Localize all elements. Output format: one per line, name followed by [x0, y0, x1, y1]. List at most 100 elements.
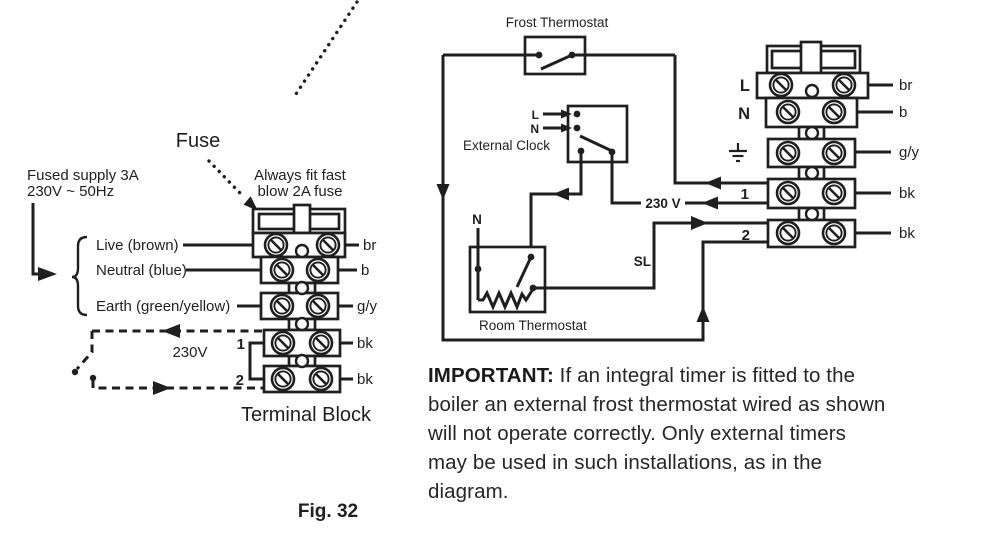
fuse-label: Fuse	[176, 130, 220, 152]
switch-contact-dot	[89, 374, 97, 382]
terminal-block-right: L N 1 2 br b g/y bk bk	[729, 40, 920, 249]
core-code-br: br	[363, 237, 376, 254]
fuse-cartridge	[292, 203, 312, 235]
left-arrowhead	[702, 196, 718, 210]
voltage-230v-label: 230 V	[645, 196, 680, 211]
core-code-bk: bk	[899, 185, 915, 202]
mains-supply-diagram: Fuse Fused supply 3A 230V ~ 50Hz Always …	[27, 0, 378, 522]
terminal-1-2-jumper	[248, 341, 264, 381]
contact-dot	[474, 265, 482, 273]
down-arrowhead	[436, 184, 450, 200]
fixing-hole	[294, 243, 310, 259]
neutral-label: Neutral (blue)	[96, 262, 187, 279]
core-code-bk: bk	[357, 371, 373, 388]
row-2-label: 2	[742, 227, 750, 244]
fixing-hole	[804, 125, 820, 141]
fixing-hole	[804, 83, 820, 99]
core-code-bk: bk	[357, 335, 373, 352]
screw-terminal-icon	[315, 232, 341, 258]
external-controls-diagram: Frost Thermostat External Clock L N	[436, 15, 920, 342]
supply-brace	[71, 235, 88, 317]
earth-icon	[729, 143, 747, 163]
dashed-right-arrowhead	[153, 381, 171, 395]
screw-terminal-icon	[270, 366, 296, 392]
frost-thermostat-label: Frost Thermostat	[506, 15, 609, 30]
contact-dot	[535, 51, 543, 59]
screw-terminal-icon	[831, 72, 857, 98]
clock-live-label: L	[532, 108, 539, 122]
fuse-note-line2: blow 2A fuse	[257, 183, 342, 200]
dashed-left-arrowhead	[162, 324, 180, 338]
screw-terminal-icon	[270, 330, 296, 356]
switch-contact-dot	[71, 368, 79, 376]
core-code-b: b	[361, 262, 369, 279]
important-note-label: IMPORTANT:	[428, 364, 554, 387]
external-clock-label: External Clock	[463, 138, 550, 153]
fixing-hole	[294, 316, 310, 332]
screw-terminal-icon	[821, 220, 847, 246]
core-code-br: br	[899, 77, 912, 94]
supply-core-labels: Live (brown) Neutral (blue) Earth (green…	[96, 237, 261, 315]
fuse-pointer-arrowhead	[243, 196, 258, 211]
supply-feed-wire	[31, 203, 88, 317]
clock-to-roomstat-wire	[529, 151, 583, 257]
switched-live-label: SL	[634, 254, 651, 269]
screw-terminal-icon	[263, 232, 289, 258]
fuse-cartridge	[799, 40, 823, 75]
screw-terminal-icon	[821, 99, 847, 125]
room-neutral-label: N	[472, 212, 482, 227]
supply-label-line2: 230V ~ 50Hz	[27, 183, 114, 200]
terminal-2-label: 2	[236, 372, 244, 389]
contact-dot	[573, 124, 581, 132]
screw-terminal-icon	[768, 72, 794, 98]
contact-dot	[573, 110, 581, 118]
up-arrowhead	[696, 306, 710, 322]
row-neutral-label: N	[738, 105, 750, 123]
important-note-text: If an integral timer is fitted to the bo…	[428, 364, 886, 503]
core-code-gy: g/y	[357, 298, 378, 315]
screw-terminal-icon	[305, 293, 331, 319]
clock-neutral-label: N	[530, 122, 539, 136]
fuse-pointer-line	[207, 159, 243, 196]
terminal-block-left: br b g/y bk bk	[251, 203, 378, 394]
screw-terminal-icon	[305, 257, 331, 283]
figure-caption: Fig. 32	[298, 501, 358, 522]
frost-return-loop-wire	[436, 55, 768, 342]
roomstat-switch-lever	[515, 256, 533, 288]
fuse-note-line1: Always fit fast	[254, 167, 347, 184]
right-arrowhead	[561, 123, 572, 133]
right-arrowhead	[561, 109, 572, 119]
external-switch-dashed-circuit: 230V 1 2	[71, 324, 264, 395]
left-arrowhead	[705, 176, 721, 190]
terminal1-to-frost-wire	[673, 55, 768, 190]
screw-terminal-icon	[308, 330, 334, 356]
screw-terminal-icon	[269, 293, 295, 319]
clock-switch-lever	[579, 134, 613, 153]
earth-label: Earth (green/yellow)	[96, 298, 230, 315]
row-1-label: 1	[741, 186, 749, 203]
fixing-hole	[294, 353, 310, 369]
supply-label-line1: Fused supply 3A	[27, 167, 139, 184]
terminal-block-caption: Terminal Block	[241, 404, 372, 426]
screw-terminal-icon	[775, 140, 801, 166]
resistor-zigzag	[478, 288, 535, 311]
screw-terminal-icon	[821, 140, 847, 166]
right-arrowhead	[691, 216, 708, 230]
dashed-voltage-label: 230V	[172, 344, 207, 361]
live-label: Live (brown)	[96, 237, 179, 254]
left-arrowhead	[553, 187, 569, 201]
fixing-hole	[804, 206, 820, 222]
screw-terminal-icon	[821, 180, 847, 206]
core-code-bk: bk	[899, 225, 915, 242]
screw-terminal-icon	[269, 257, 295, 283]
fixing-hole	[294, 280, 310, 296]
switched-live-wire: SL	[533, 216, 768, 290]
room-thermostat: N Room Thermostat	[468, 212, 587, 333]
core-code-gy: g/y	[899, 144, 920, 161]
dotted-leader-line	[292, 0, 359, 99]
frost-switch-lever	[540, 53, 573, 71]
screw-terminal-icon	[775, 180, 801, 206]
screw-terminal-icon	[775, 220, 801, 246]
